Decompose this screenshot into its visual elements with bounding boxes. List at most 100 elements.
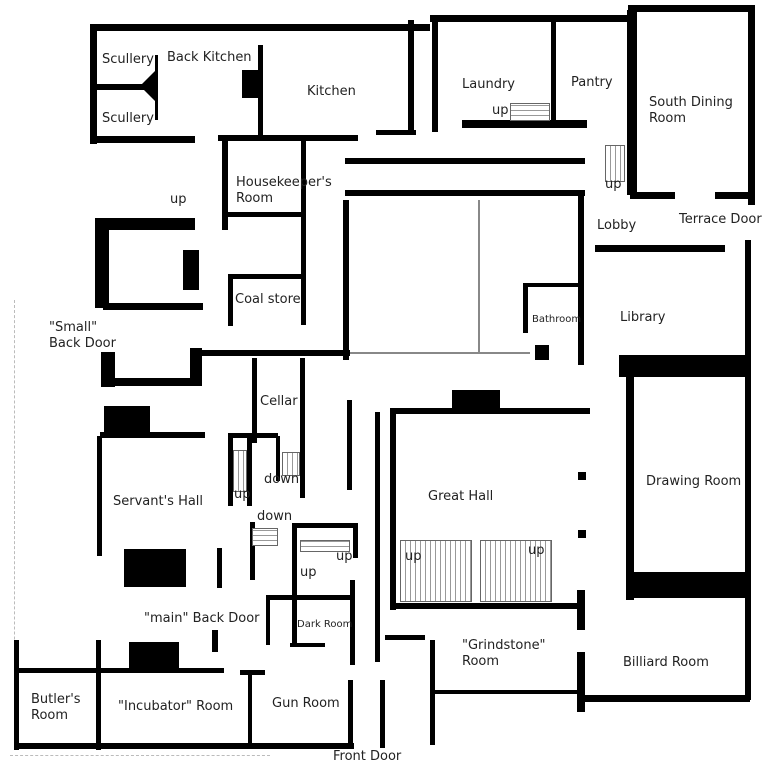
staircase bbox=[605, 145, 625, 182]
stair-label-up: up bbox=[492, 103, 509, 118]
wall bbox=[95, 218, 195, 230]
wall bbox=[577, 652, 585, 712]
wall bbox=[435, 690, 580, 694]
room-label-bathroom: Bathroom bbox=[532, 314, 582, 325]
stair-label-up: up bbox=[234, 487, 251, 502]
wall bbox=[155, 55, 158, 120]
room-label-back-kitchen: Back Kitchen bbox=[167, 50, 252, 65]
room-label-dark-room: Dark Room bbox=[297, 619, 353, 630]
wall bbox=[95, 136, 195, 143]
wall bbox=[228, 274, 303, 279]
wall bbox=[375, 412, 380, 662]
wall-south-east bbox=[580, 695, 750, 702]
room-label-grindstone-room: "Grindstone" Room bbox=[462, 638, 546, 669]
wall bbox=[430, 640, 435, 745]
grand-staircase bbox=[400, 540, 472, 602]
room-label-main-back-door: "main" Back Door bbox=[144, 611, 260, 626]
staircase bbox=[300, 540, 350, 552]
wall-south-west bbox=[14, 743, 354, 749]
wall bbox=[276, 436, 280, 481]
staircase bbox=[233, 450, 247, 492]
wall bbox=[347, 400, 352, 490]
stair-label-up: up bbox=[170, 192, 187, 207]
wall bbox=[348, 680, 353, 748]
wall bbox=[266, 595, 354, 600]
room-label-small-back-door: "Small" Back Door bbox=[49, 320, 116, 351]
room-label-great-hall: Great Hall bbox=[428, 489, 494, 504]
wall bbox=[217, 548, 222, 588]
wall bbox=[115, 378, 200, 386]
wall bbox=[551, 20, 556, 120]
stair-label-up: up bbox=[605, 177, 622, 192]
courtyard-edge bbox=[478, 200, 480, 352]
room-label-south-dining-room: South Dining Room bbox=[649, 95, 733, 126]
wall bbox=[626, 370, 634, 600]
stair-label-up: up bbox=[300, 565, 317, 580]
wall bbox=[535, 345, 549, 360]
room-label-scullery: Scullery bbox=[102, 111, 154, 126]
wall-north-middle bbox=[430, 15, 630, 22]
wall bbox=[218, 135, 358, 141]
stair-label-up: up bbox=[528, 543, 545, 558]
wall-north-east bbox=[628, 5, 753, 12]
wall bbox=[101, 352, 115, 387]
site-edge-line bbox=[10, 755, 270, 756]
wall bbox=[301, 140, 306, 325]
room-label-scullery: Scullery bbox=[102, 52, 154, 67]
wall-east-top bbox=[748, 5, 755, 205]
wall bbox=[240, 670, 265, 675]
chimney bbox=[140, 70, 156, 102]
wall bbox=[300, 358, 305, 498]
room-label-incubator-room: "Incubator" Room bbox=[118, 699, 234, 714]
room-label-housekeepers-room: Housekeeper's Room bbox=[236, 175, 332, 206]
wall bbox=[523, 283, 528, 333]
room-label-lobby: Lobby bbox=[597, 218, 637, 233]
room-label-pantry: Pantry bbox=[571, 75, 613, 90]
wall bbox=[385, 635, 425, 640]
wall bbox=[396, 603, 581, 609]
staircase bbox=[510, 103, 550, 121]
wall bbox=[345, 158, 585, 164]
room-label-front-door: Front Door bbox=[333, 749, 402, 764]
wall bbox=[14, 640, 19, 750]
wall-north-west bbox=[90, 24, 430, 31]
wall bbox=[95, 218, 109, 308]
wall bbox=[250, 522, 255, 580]
wall bbox=[222, 140, 228, 230]
wall bbox=[14, 668, 224, 673]
stair-label-up: up bbox=[405, 549, 422, 564]
wall bbox=[626, 572, 746, 598]
room-label-laundry: Laundry bbox=[462, 77, 515, 92]
staircase bbox=[252, 528, 278, 546]
wall bbox=[95, 84, 155, 90]
wall bbox=[248, 672, 252, 747]
stair-label-down: down bbox=[257, 509, 293, 524]
staircase bbox=[282, 452, 300, 476]
wall bbox=[228, 436, 233, 506]
wall bbox=[266, 595, 270, 645]
wall bbox=[380, 680, 385, 748]
wall bbox=[376, 130, 416, 135]
chimney bbox=[129, 642, 179, 670]
wall bbox=[343, 200, 349, 360]
wall bbox=[100, 432, 205, 438]
wall bbox=[432, 20, 438, 132]
chimney bbox=[242, 70, 260, 98]
pillar bbox=[578, 472, 586, 480]
chimney bbox=[104, 406, 150, 436]
wall bbox=[252, 358, 257, 443]
wall bbox=[390, 408, 590, 414]
room-label-drawing-room: Drawing Room bbox=[646, 474, 742, 489]
wall bbox=[103, 303, 203, 310]
chimney bbox=[183, 250, 199, 290]
room-label-terrace-door: Terrace Door bbox=[679, 212, 762, 227]
wall bbox=[228, 212, 303, 217]
wall bbox=[292, 523, 297, 643]
wall bbox=[578, 190, 584, 365]
wall bbox=[292, 523, 357, 528]
wall bbox=[190, 348, 202, 386]
wall bbox=[345, 190, 585, 196]
chimney bbox=[124, 549, 186, 587]
wall bbox=[715, 192, 751, 199]
